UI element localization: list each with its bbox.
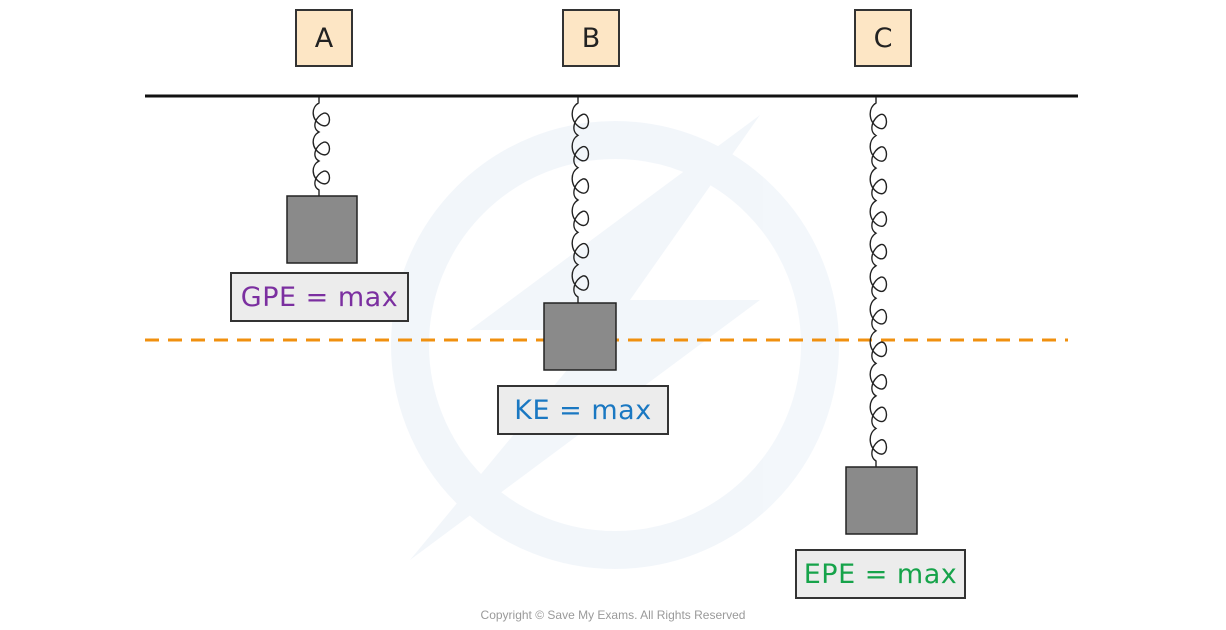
spring-a bbox=[312, 97, 331, 196]
mass-b bbox=[543, 302, 617, 371]
spring-b bbox=[571, 97, 590, 303]
energy-box-epe: EPE = max bbox=[795, 549, 966, 599]
copyright-text: Copyright © Save My Exams. All Rights Re… bbox=[480, 608, 746, 622]
label-b: B bbox=[562, 9, 620, 67]
energy-box-gpe: GPE = max bbox=[230, 272, 409, 322]
label-a: A bbox=[295, 9, 353, 67]
spring-c bbox=[869, 97, 888, 467]
mass-c bbox=[845, 466, 918, 535]
mass-a bbox=[286, 195, 358, 264]
label-c: C bbox=[854, 9, 912, 67]
watermark-logo bbox=[391, 115, 839, 569]
energy-box-ke: KE = max bbox=[497, 385, 669, 435]
